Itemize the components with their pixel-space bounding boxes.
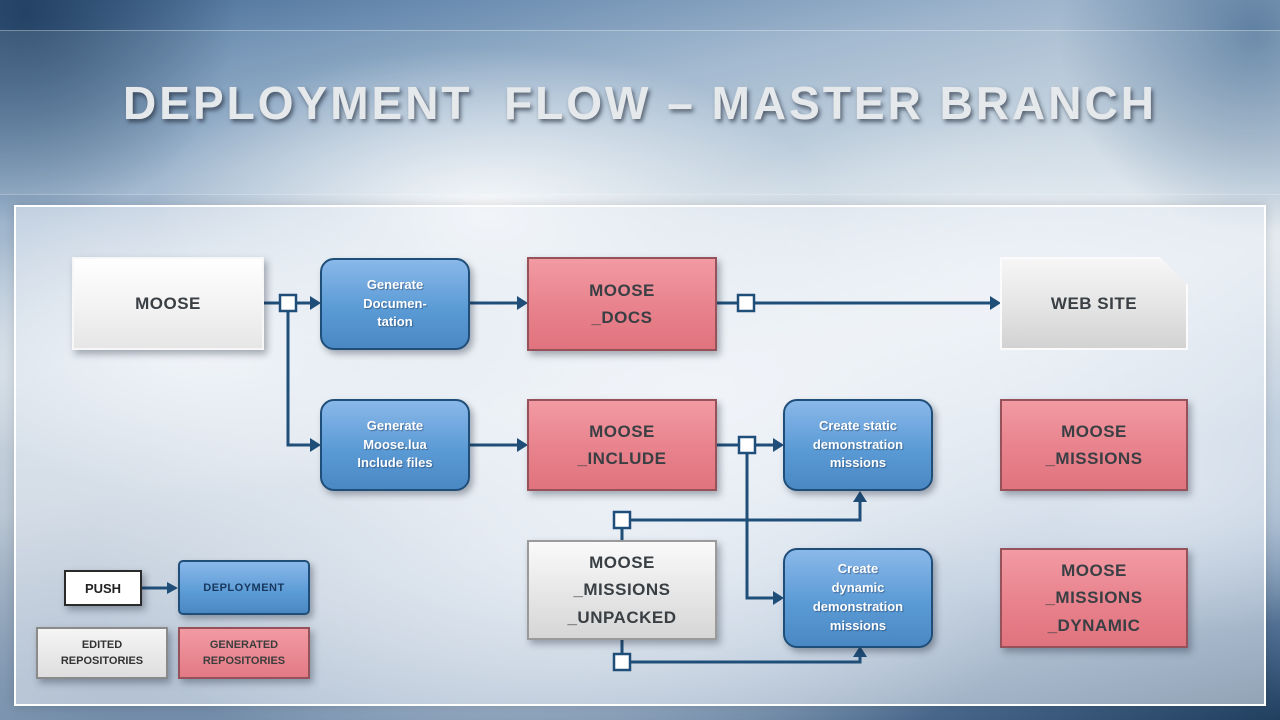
junction-node bbox=[612, 510, 632, 530]
node-generate-include: Generate Moose.lua Include files bbox=[320, 399, 470, 491]
arrowhead bbox=[517, 296, 528, 310]
connector-unpacked-bottom-to-dynamic bbox=[620, 640, 862, 664]
node-moose-missions-dynamic-label: MOOSE _MISSIONS _DYNAMIC bbox=[1045, 561, 1143, 635]
connector-unpacked-top-to-static bbox=[620, 499, 862, 540]
arrowhead bbox=[167, 582, 178, 594]
node-moose-missions: MOOSE _MISSIONS bbox=[1000, 399, 1188, 491]
node-moose-missions-label: MOOSE _MISSIONS bbox=[1045, 421, 1143, 468]
arrowhead bbox=[853, 646, 867, 657]
node-create-static-missions: Create static demonstration missions bbox=[783, 399, 933, 491]
legend-push-label: PUSH bbox=[84, 580, 122, 596]
node-generate-documentation: Generate Documen- tation bbox=[320, 258, 470, 350]
arrowhead bbox=[773, 438, 784, 452]
junction-node bbox=[736, 293, 756, 313]
node-web-site-label: WEB SITE bbox=[1050, 293, 1138, 313]
connector-branch-to-dynamic bbox=[745, 445, 777, 600]
legend-push: PUSH bbox=[64, 570, 142, 606]
arrowhead bbox=[310, 296, 321, 310]
node-moose-docs: MOOSE _DOCS bbox=[527, 257, 717, 351]
junction-node bbox=[278, 293, 298, 313]
junction-node bbox=[737, 435, 757, 455]
legend-generated-repositories-label: GENERATED REPOSITORIES bbox=[202, 638, 286, 668]
legend-edited-repositories-label: EDITED REPOSITORIES bbox=[60, 638, 144, 668]
node-moose: MOOSE bbox=[72, 257, 264, 350]
node-generate-documentation-label: Generate Documen- tation bbox=[363, 276, 427, 330]
node-generate-include-label: Generate Moose.lua Include files bbox=[357, 417, 433, 471]
connector-branch-to-geninclude bbox=[286, 303, 314, 447]
arrowhead bbox=[517, 438, 528, 452]
legend-deployment-label: DEPLOYMENT bbox=[203, 581, 285, 594]
slide-title: DEPLOYMENT FLOW – MASTER BRANCH bbox=[123, 77, 1157, 129]
node-create-dynamic-missions: Create dynamic demonstration missions bbox=[783, 548, 933, 648]
arrowhead bbox=[310, 438, 321, 452]
title-band bbox=[0, 30, 1280, 195]
arrowhead bbox=[853, 491, 867, 502]
node-moose-label: MOOSE bbox=[135, 293, 201, 313]
node-moose-missions-dynamic: MOOSE _MISSIONS _DYNAMIC bbox=[1000, 548, 1188, 648]
node-moose-missions-unpacked-label: MOOSE _MISSIONS _UNPACKED bbox=[567, 553, 677, 627]
legend-edited-repositories: EDITED REPOSITORIES bbox=[36, 627, 168, 679]
node-moose-include: MOOSE _INCLUDE bbox=[527, 399, 717, 491]
node-create-dynamic-missions-label: Create dynamic demonstration missions bbox=[812, 561, 904, 633]
node-moose-docs-label: MOOSE _DOCS bbox=[589, 280, 655, 327]
node-moose-include-label: MOOSE _INCLUDE bbox=[577, 421, 667, 468]
node-moose-missions-unpacked: MOOSE _MISSIONS _UNPACKED bbox=[527, 540, 717, 640]
arrowhead bbox=[773, 591, 784, 605]
legend-generated-repositories: GENERATED REPOSITORIES bbox=[178, 627, 310, 679]
legend-deployment: DEPLOYMENT bbox=[178, 560, 310, 615]
node-create-static-missions-label: Create static demonstration missions bbox=[812, 417, 904, 471]
arrowhead bbox=[990, 296, 1001, 310]
junction-node bbox=[612, 652, 632, 672]
node-web-site: WEB SITE bbox=[1000, 257, 1188, 350]
